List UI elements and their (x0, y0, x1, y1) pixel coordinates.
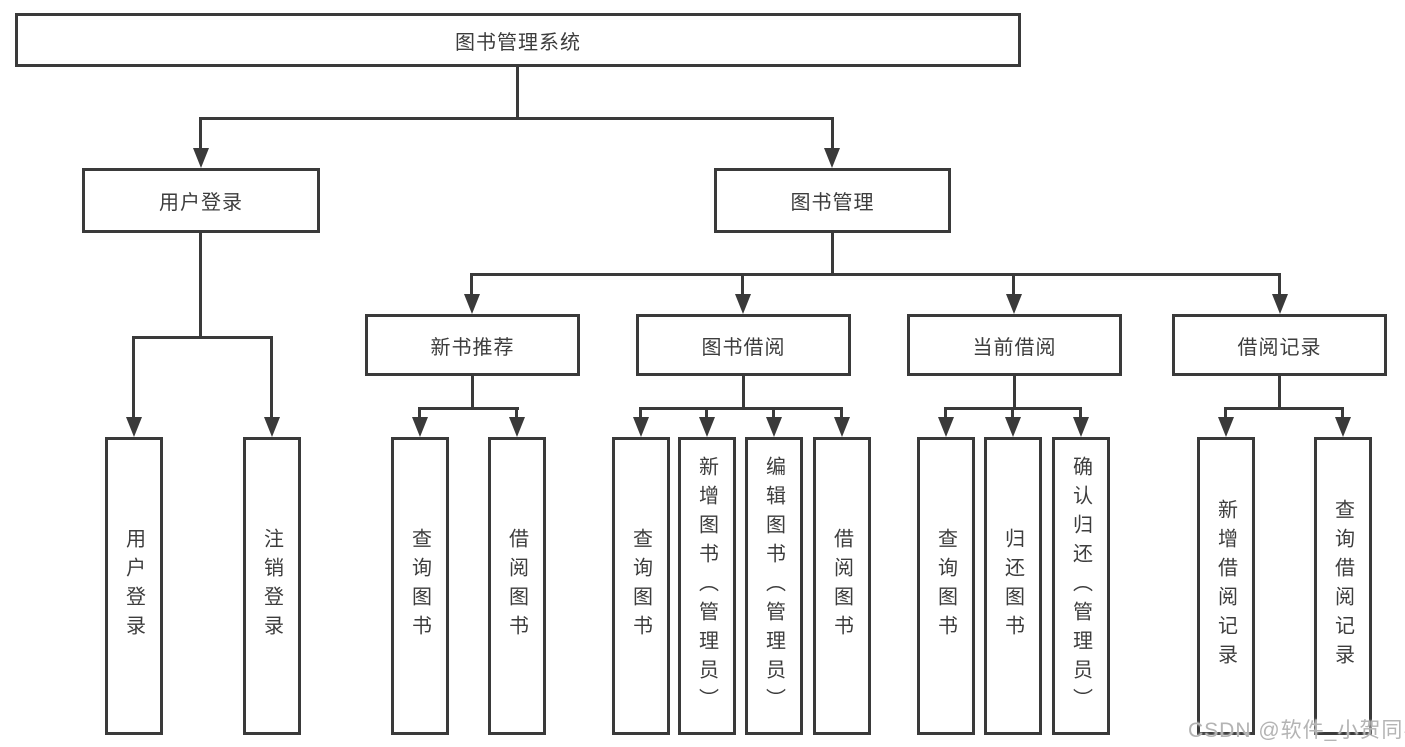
node-label: 图书借阅 (701, 336, 786, 359)
leaf-logout-login: 注销登录 (243, 437, 301, 735)
leaf-return-books: 归还图书 (984, 437, 1042, 735)
arrowhead-down-icon (766, 417, 782, 437)
arrowhead-down-icon (633, 417, 649, 437)
leaf-label: 查询图书 (629, 528, 652, 644)
connector-v-line (199, 233, 202, 336)
leaf-label: 注销登录 (260, 528, 283, 644)
arrowhead-down-icon (1073, 417, 1089, 437)
connector-h-line (1224, 407, 1344, 410)
node-borrowing-records: 借阅记录 (1172, 314, 1387, 376)
arrowhead-down-icon (834, 417, 850, 437)
connector-v-line (639, 407, 642, 421)
arrowhead-down-icon (699, 417, 715, 437)
connector-v-line (1341, 407, 1344, 421)
leaf-label: 用户登录 (122, 528, 145, 644)
connector-v-line (705, 407, 708, 421)
connector-v-line (471, 376, 474, 407)
leaf-label: 借阅图书 (505, 528, 528, 644)
node-user-login: 用户登录 (82, 168, 320, 233)
leaf-borrow-books-borrowing: 借阅图书 (813, 437, 871, 735)
arrowhead-down-icon (264, 417, 280, 437)
connector-v-line (1013, 376, 1016, 407)
connector-v-line (270, 336, 273, 419)
leaf-query-books-current: 查询图书 (917, 437, 975, 735)
connector-v-line (1224, 407, 1227, 421)
node-label: 用户登录 (159, 192, 243, 214)
connector-v-line (1011, 407, 1014, 421)
connector-h-line (132, 336, 273, 339)
node-current-borrowing: 当前借阅 (907, 314, 1122, 376)
connector-v-line (1278, 376, 1281, 407)
arrowhead-down-icon (938, 417, 954, 437)
node-library-management-system: 图书管理系统 (15, 13, 1021, 67)
watermark-text: CSDN @软件_小贺同学 (1188, 719, 1405, 742)
leaf-query-borrow-record: 查询借阅记录 (1314, 437, 1372, 735)
node-label: 当前借阅 (972, 336, 1057, 359)
connector-v-line (772, 407, 775, 421)
arrowhead-down-icon (1006, 294, 1022, 314)
connector-v-line (516, 67, 519, 117)
arrowhead-down-icon (1218, 417, 1234, 437)
leaf-label: 新增借阅记录 (1214, 499, 1237, 673)
leaf-label: 查询图书 (408, 528, 431, 644)
connector-v-line (831, 117, 834, 150)
connector-h-line (639, 407, 843, 410)
arrowhead-down-icon (824, 148, 840, 168)
leaf-confirm-return-admin: 确认归还（管理员） (1052, 437, 1110, 735)
connector-h-line (200, 117, 833, 120)
arrowhead-down-icon (193, 148, 209, 168)
leaf-label: 借阅图书 (830, 528, 853, 644)
leaf-borrow-books-recommend: 借阅图书 (488, 437, 546, 735)
node-new-book-recommendation: 新书推荐 (365, 314, 580, 376)
node-book-borrowing: 图书借阅 (636, 314, 851, 376)
connector-v-line (1079, 407, 1082, 421)
node-label: 图书管理系统 (455, 31, 581, 54)
node-label: 新书推荐 (430, 336, 515, 359)
leaf-add-borrow-record: 新增借阅记录 (1197, 437, 1255, 735)
leaf-label: 新增图书（管理员） (695, 455, 718, 717)
connector-v-line (132, 336, 135, 419)
leaf-edit-books-admin: 编辑图书（管理员） (745, 437, 803, 735)
connector-h-line (470, 273, 1281, 276)
connector-v-line (742, 376, 745, 407)
leaf-label: 查询借阅记录 (1331, 499, 1354, 673)
connector-v-line (741, 273, 744, 296)
leaf-label: 查询图书 (934, 528, 957, 644)
connector-v-line (470, 273, 473, 296)
leaf-query-books-borrowing: 查询图书 (612, 437, 670, 735)
connector-v-line (1278, 273, 1281, 296)
leaf-user-login: 用户登录 (105, 437, 163, 735)
arrowhead-down-icon (1005, 417, 1021, 437)
arrowhead-down-icon (126, 417, 142, 437)
connector-v-line (1012, 273, 1015, 296)
arrowhead-down-icon (1335, 417, 1351, 437)
arrowhead-down-icon (412, 417, 428, 437)
arrowhead-down-icon (1272, 294, 1288, 314)
arrowhead-down-icon (735, 294, 751, 314)
leaf-label: 归还图书 (1001, 528, 1024, 644)
leaf-label: 编辑图书（管理员） (762, 455, 785, 717)
leaf-label: 确认归还（管理员） (1069, 455, 1092, 717)
leaf-query-books-recommend: 查询图书 (391, 437, 449, 735)
arrowhead-down-icon (509, 417, 525, 437)
connector-v-line (199, 117, 202, 150)
arrowhead-down-icon (464, 294, 480, 314)
connector-v-line (831, 233, 834, 273)
node-label: 图书管理 (790, 192, 875, 214)
connector-h-line (418, 407, 519, 410)
leaf-add-books-admin: 新增图书（管理员） (678, 437, 736, 735)
connector-v-line (840, 407, 843, 421)
node-label: 借阅记录 (1237, 336, 1322, 359)
connector-v-line (515, 407, 518, 421)
connector-v-line (944, 407, 947, 421)
node-book-management: 图书管理 (714, 168, 951, 233)
connector-v-line (418, 407, 421, 421)
